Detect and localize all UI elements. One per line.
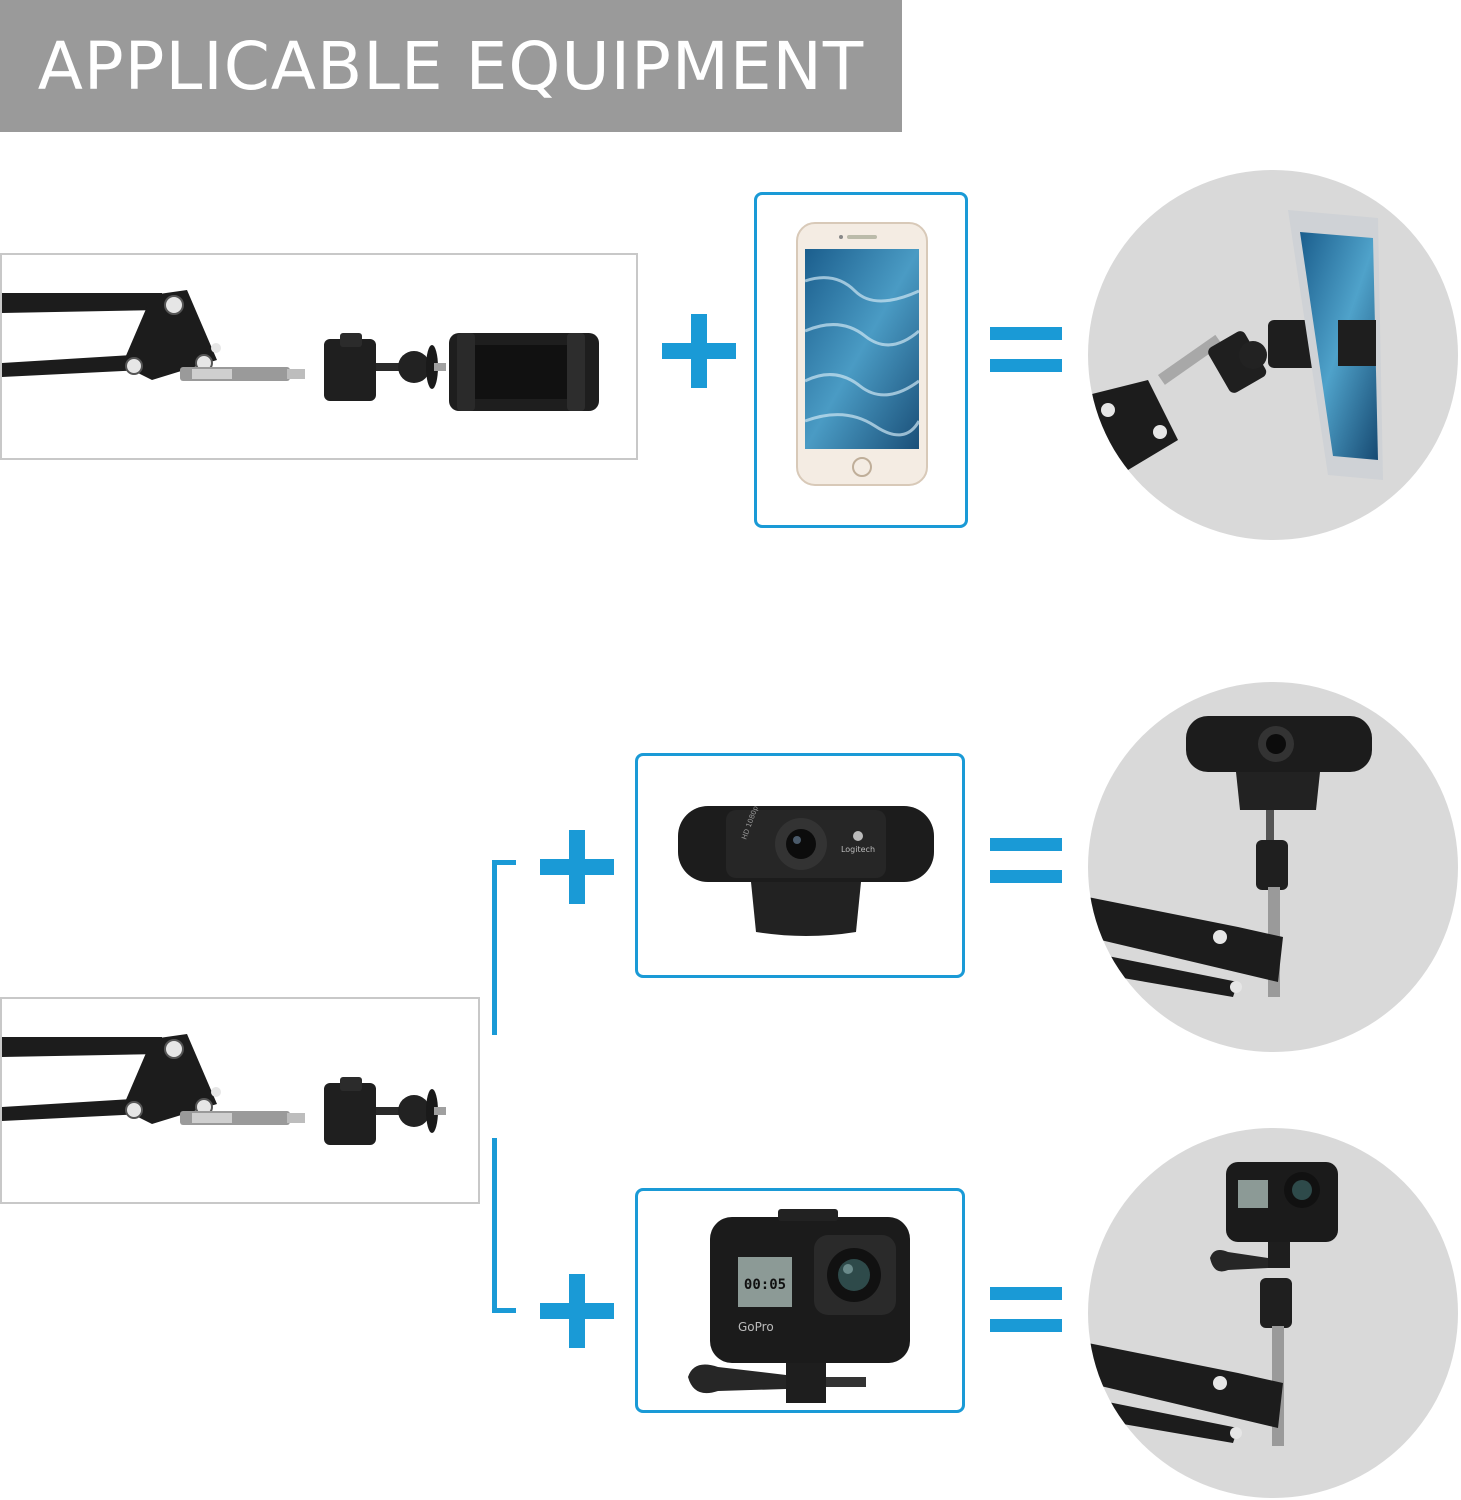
boom-arm-icon — [2, 1034, 305, 1125]
result-webcam-mounted — [1088, 682, 1458, 1052]
arm-kit-camera-frame — [0, 997, 480, 1204]
equals-icon — [990, 838, 1062, 883]
plus-icon — [662, 314, 736, 388]
page-title: APPLICABLE EQUIPMENT — [37, 27, 865, 105]
phone-mounted-icon — [1088, 210, 1383, 480]
action-camera-icon: 00:05 GoPro — [688, 1209, 910, 1403]
equals-icon — [990, 1287, 1062, 1332]
boom-arm-icon — [2, 290, 305, 381]
result-phone-mounted — [1088, 170, 1458, 540]
ball-head-icon — [324, 333, 446, 401]
smartphone-icon — [796, 222, 928, 486]
plus-icon — [540, 830, 614, 904]
smartphone-frame — [754, 192, 968, 528]
gopro-time: 00:05 — [744, 1277, 786, 1293]
ball-head-icon — [324, 1077, 446, 1145]
gopro-logo: GoPro — [738, 1320, 774, 1334]
plus-icon — [540, 1274, 614, 1348]
title-banner: APPLICABLE EQUIPMENT — [0, 0, 902, 132]
action-camera-frame: 00:05 GoPro — [635, 1188, 965, 1413]
arm-kit-phone-frame — [0, 253, 638, 460]
webcam-frame: Logitech HD 1080p — [635, 753, 965, 978]
bracket-connector — [492, 860, 516, 1313]
phone-clamp-icon — [449, 333, 599, 411]
gopro-mounted-icon — [1088, 1162, 1338, 1446]
equals-icon — [990, 327, 1062, 372]
webcam-logo: Logitech — [841, 845, 875, 854]
result-gopro-mounted — [1088, 1128, 1458, 1498]
webcam-icon: Logitech HD 1080p — [678, 804, 934, 936]
webcam-mounted-icon — [1088, 716, 1372, 997]
